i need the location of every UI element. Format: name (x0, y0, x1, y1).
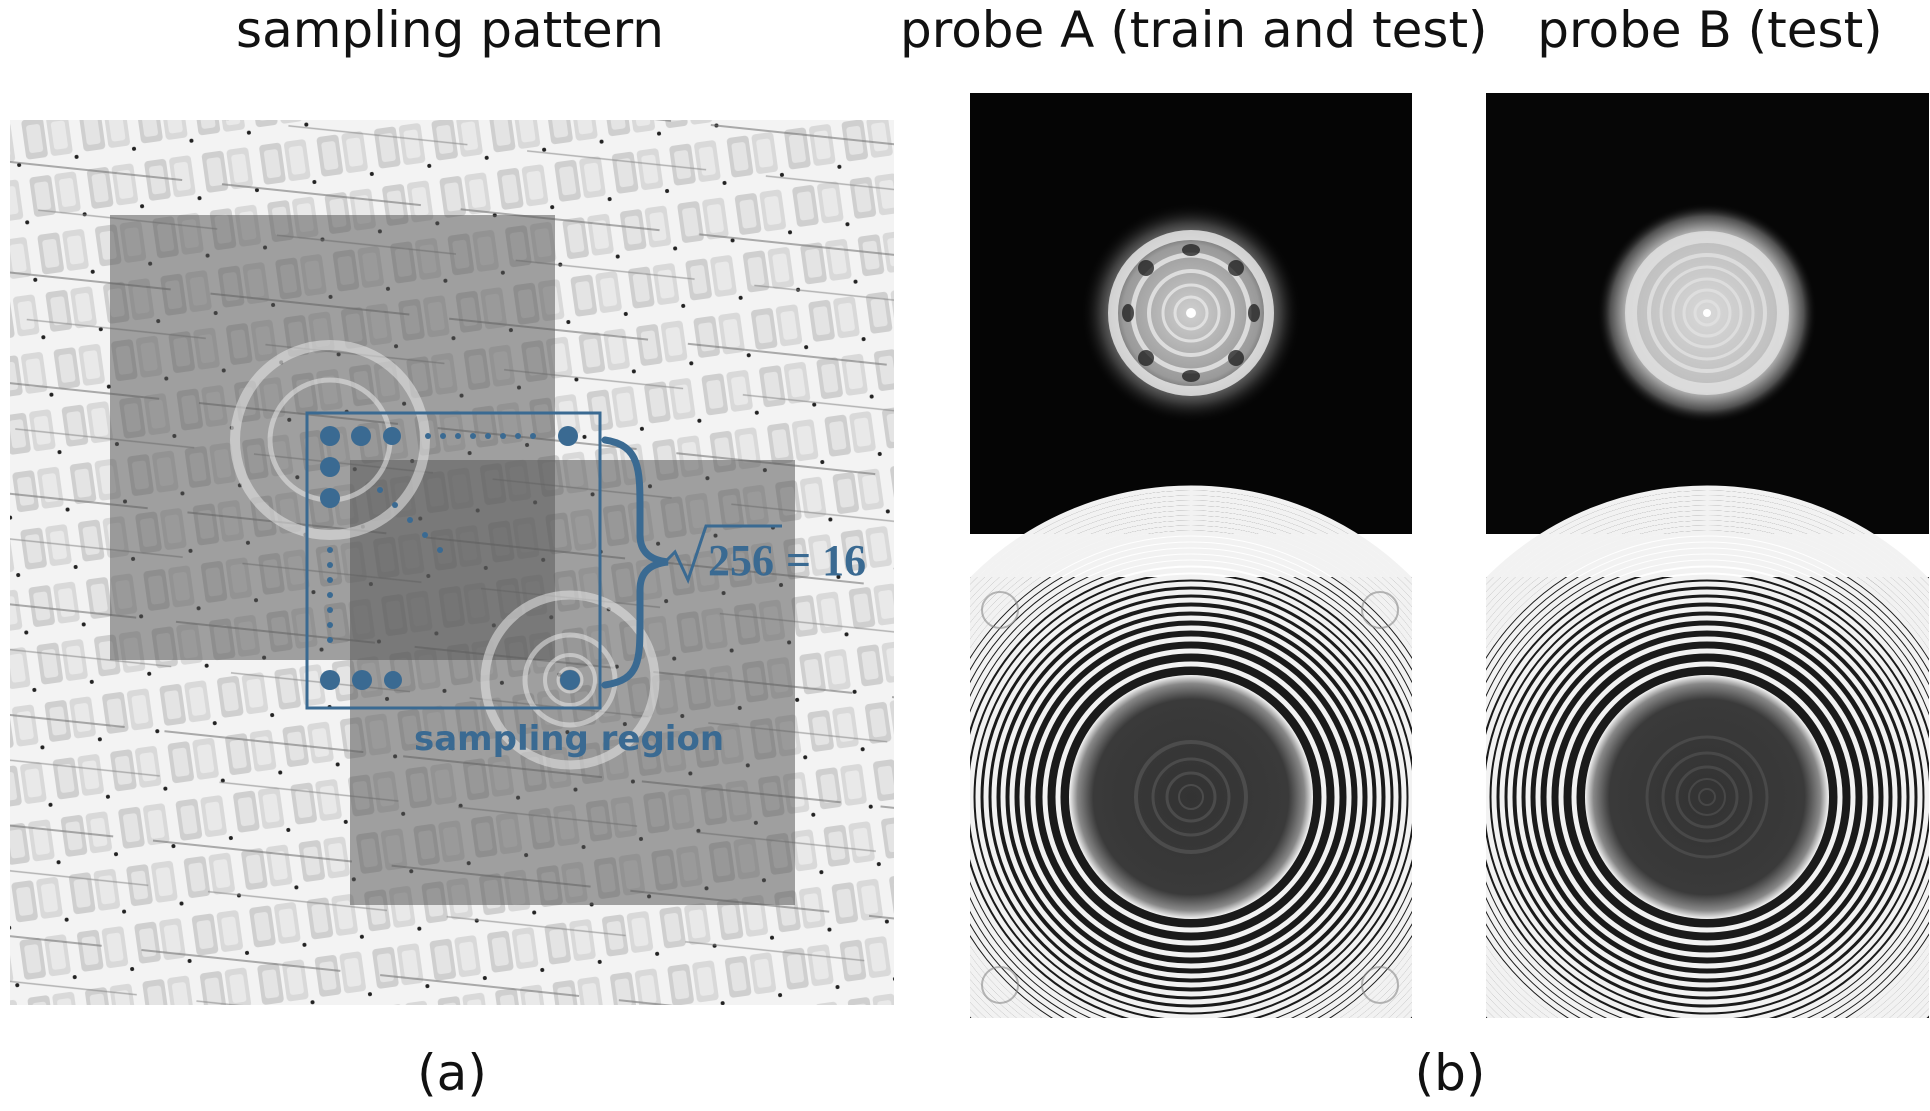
probe-a-title: probe A (train and test) (900, 1, 1488, 59)
sampling-region-label: sampling region (414, 719, 724, 759)
sampling-pattern-image (10, 120, 894, 1005)
probe-a-phase-image (970, 485, 1412, 1018)
probe-b-phase-image (1486, 485, 1929, 1018)
radicand: 256 (708, 536, 774, 585)
radical-sign (665, 524, 782, 585)
probe-b-amplitude-image (1486, 93, 1929, 534)
sampling-region-overlay: 256 = 16 sampling region (305, 411, 866, 759)
sqrt-formula: 256 = 16 (665, 524, 866, 585)
panel-a-title: sampling pattern (236, 1, 664, 59)
sampling-dots (320, 426, 580, 690)
probe-a-amplitude-image (970, 93, 1412, 534)
curly-brace (601, 436, 669, 689)
probe-b-title: probe B (test) (1537, 1, 1883, 59)
sampling-region-box (305, 411, 602, 710)
panel-b-caption: (b) (1414, 1044, 1486, 1102)
formula-result: = 16 (786, 536, 866, 585)
panel-a-caption: (a) (417, 1044, 487, 1102)
